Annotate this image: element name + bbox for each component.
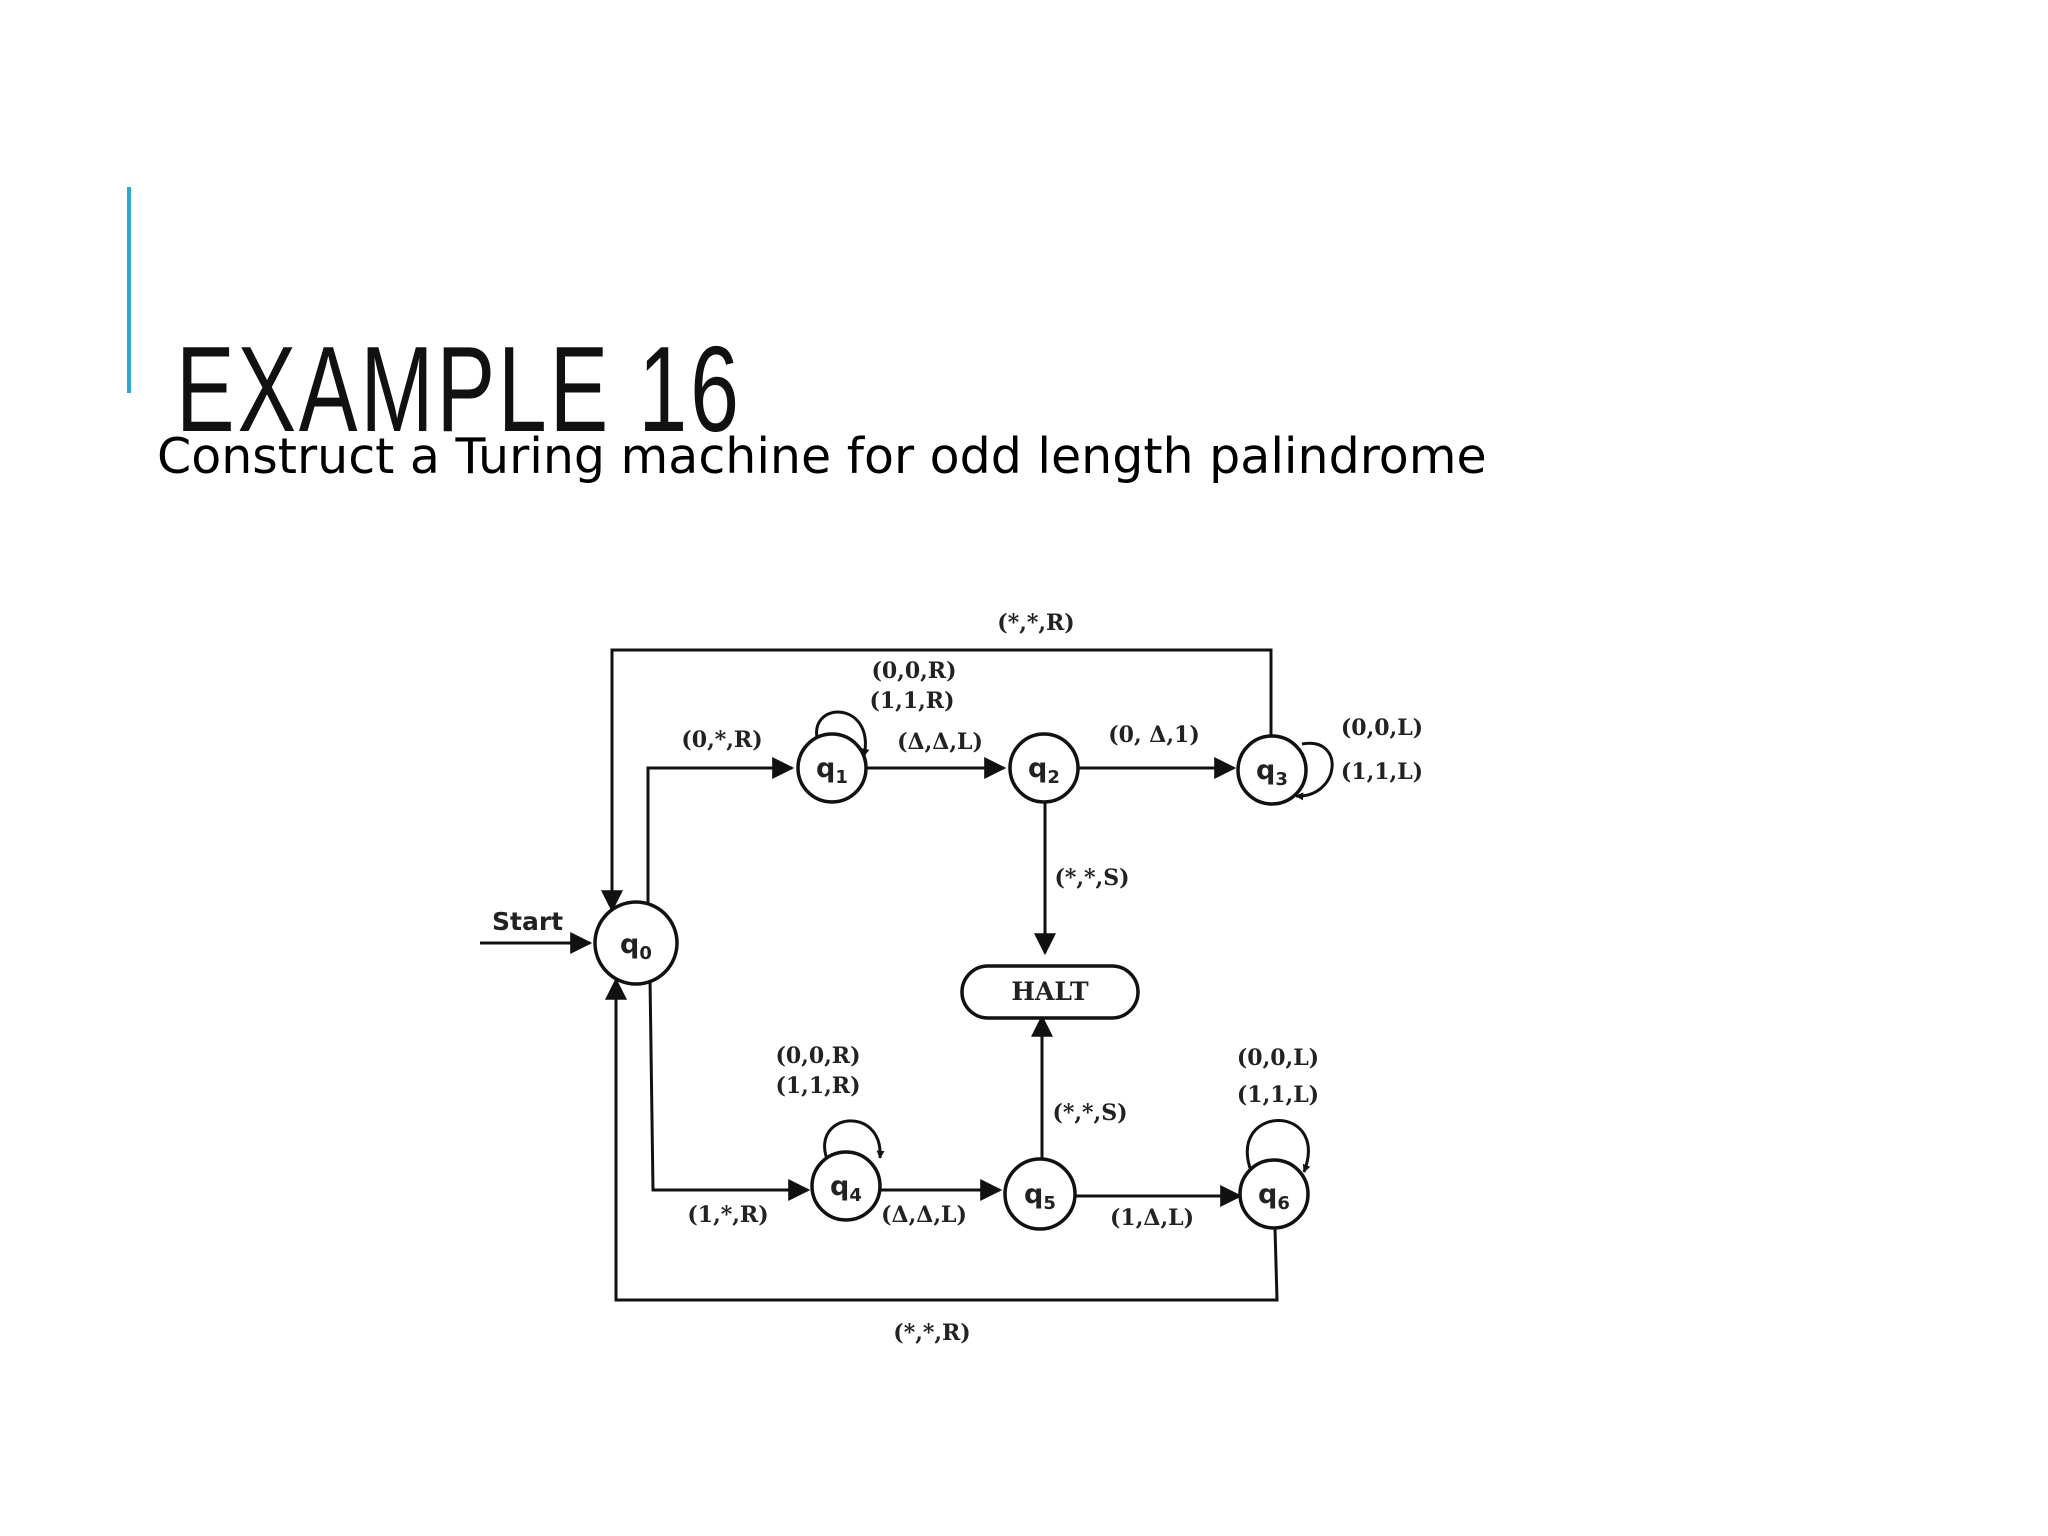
label-q4-loop-a: (0,0,R) — [775, 1043, 860, 1069]
slide-title: EXAMPLE 16 — [176, 321, 742, 457]
loop-q6 — [1246, 1119, 1311, 1173]
label-q6-q0: (*,*,R) — [893, 1320, 970, 1346]
halt-label: HALT — [1011, 977, 1089, 1006]
state-q3-circle — [1236, 734, 1308, 806]
edge-q6-q0 — [605, 977, 1279, 1302]
state-q4-label: q4 — [830, 1171, 862, 1206]
state-q5-label: q5 — [1024, 1179, 1056, 1214]
halt-node: HALT — [960, 964, 1140, 1020]
state-q6-label: q6 — [1258, 1179, 1290, 1214]
label-q4-loop-b: (1,1,R) — [775, 1073, 860, 1099]
state-q3: q3 — [1236, 734, 1308, 806]
title-accent-bar — [127, 187, 131, 393]
label-q0-q1: (0,*,R) — [681, 727, 762, 753]
state-q2-label: q2 — [1028, 753, 1060, 788]
state-q2-circle — [1008, 732, 1080, 804]
edge-q3-q0 — [601, 648, 1273, 913]
state-q5: q5 — [1003, 1157, 1077, 1231]
label-q1-q2: (Δ,Δ,L) — [897, 729, 983, 755]
label-q1-loop-b: (1,1,R) — [869, 688, 954, 714]
label-q6-loop-a: (0,0,L) — [1237, 1045, 1319, 1071]
loop-q3 — [1295, 741, 1334, 801]
edge-q0-q4 — [648, 977, 811, 1201]
state-q0: q0 — [593, 900, 679, 986]
start-label: Start — [492, 907, 563, 936]
state-q1-label: q1 — [816, 753, 848, 788]
state-q4: q4 — [810, 1150, 882, 1222]
label-q2-q3: (0, Δ,1) — [1108, 722, 1199, 748]
state-q0-label: q0 — [620, 929, 652, 964]
state-q4-circle — [810, 1150, 882, 1222]
halt-box — [960, 964, 1140, 1020]
state-q1-circle — [796, 732, 868, 804]
label-q3-loop-b: (1,1,L) — [1341, 759, 1423, 785]
label-q3-loop-a: (0,0,L) — [1341, 715, 1423, 741]
state-q1: q1 — [796, 732, 868, 804]
label-q4-q5: (Δ,Δ,L) — [881, 1202, 967, 1228]
state-q2: q2 — [1008, 732, 1080, 804]
label-q3-q0: (*,*,R) — [997, 610, 1074, 636]
label-q5-q6: (1,Δ,L) — [1110, 1205, 1194, 1231]
label-q6-loop-b: (1,1,L) — [1237, 1082, 1319, 1108]
label-q0-q4: (1,*,R) — [687, 1202, 768, 1228]
state-q0-circle — [593, 900, 679, 986]
edge-q0-q1 — [646, 757, 795, 905]
loop-q4 — [823, 1119, 885, 1163]
slide-subtitle: Construct a Turing machine for odd lengt… — [157, 428, 1487, 485]
state-q6-circle — [1238, 1158, 1310, 1230]
state-q3-label: q3 — [1256, 755, 1288, 790]
label-q1-loop-a: (0,0,R) — [871, 658, 956, 684]
label-q2-halt: (*,*,S) — [1054, 865, 1129, 891]
label-q5-halt: (*,*,S) — [1052, 1100, 1127, 1126]
state-q5-circle — [1003, 1157, 1077, 1231]
state-q6: q6 — [1238, 1158, 1310, 1230]
loop-q1 — [815, 710, 870, 757]
